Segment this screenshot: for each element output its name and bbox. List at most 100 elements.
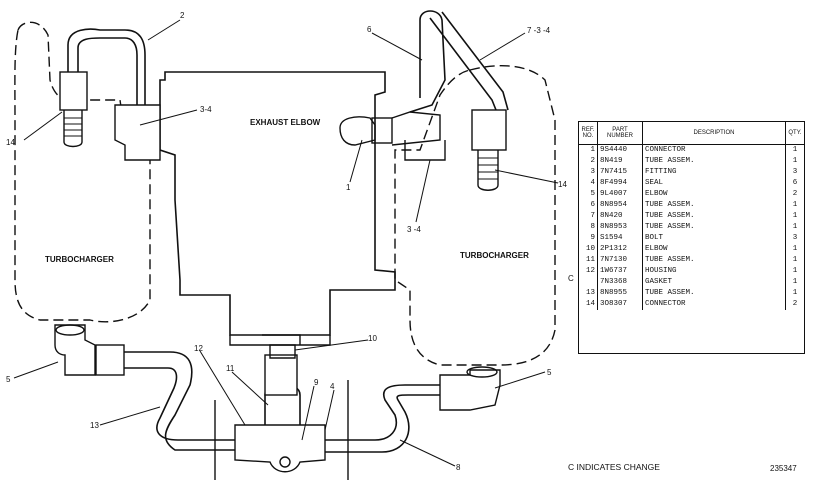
callout-12: 12 xyxy=(194,344,203,353)
callout-7-3-4: 7 -3 -4 xyxy=(527,26,551,35)
cell-desc: ELBOW xyxy=(642,244,786,255)
callout-3-4-mid: 3 -4 xyxy=(407,225,421,234)
elbow-5-left xyxy=(54,324,96,376)
change-footnote: C INDICATES CHANGE xyxy=(568,462,660,472)
cell-no: 7 xyxy=(579,211,598,222)
cell-qty: 6 xyxy=(792,179,798,187)
cell-desc: TUBE ASSEM. xyxy=(642,200,786,211)
cell-desc: ELBOW xyxy=(642,189,786,200)
cell-part: 1W6737 xyxy=(597,266,643,277)
cell-part: 8N419 xyxy=(597,156,643,167)
cell-no: 11 xyxy=(579,255,598,266)
cell-desc: TUBE ASSEM. xyxy=(642,222,786,233)
tube-assem-8 xyxy=(325,384,440,453)
connector-14-right xyxy=(471,109,507,151)
cell-part: 8N8954 xyxy=(597,200,643,211)
cell-part: 8N8955 xyxy=(597,288,643,299)
cell-no: 14 xyxy=(579,299,598,310)
cell-qty: 1 xyxy=(792,146,798,154)
image-number: 235347 xyxy=(770,464,797,473)
cell-no: 13 xyxy=(579,288,598,299)
cell-qty: 1 xyxy=(792,157,798,165)
left-turbocharger-outline xyxy=(14,21,151,323)
cell-qty: 1 xyxy=(792,212,798,220)
callout-5-right: 5 xyxy=(547,368,552,377)
cell-qty: 1 xyxy=(792,201,798,209)
header-qty: QTY. xyxy=(785,122,804,145)
cell-part: 3O8307 xyxy=(597,299,643,310)
cell-desc: GASKET xyxy=(642,277,786,288)
cell-no: 4 xyxy=(579,178,598,189)
cell-no: 9 xyxy=(579,233,598,244)
cell-qty: 1 xyxy=(792,223,798,231)
cell-desc: SEAL xyxy=(642,178,786,189)
turbocharger-left-label: TURBOCHARGER xyxy=(45,255,114,264)
cell-no: 3 xyxy=(579,167,598,178)
cell-part: 8N420 xyxy=(597,211,643,222)
elbow-5-right xyxy=(439,369,501,411)
housing-12 xyxy=(234,424,326,473)
header-description: DESCRIPTION xyxy=(642,122,786,145)
callout-9: 9 xyxy=(314,378,319,387)
cell-desc: CONNECTOR xyxy=(642,299,786,310)
table-header-row: REF. NO. PART NUMBER DESCRIPTION QTY. xyxy=(579,122,804,145)
cell-no: 5 xyxy=(579,189,598,200)
cell-qty: 3 xyxy=(792,168,798,176)
cell-desc: TUBE ASSEM. xyxy=(642,255,786,266)
turbocharger-right-label: TURBOCHARGER xyxy=(460,251,529,260)
change-marker: C xyxy=(568,274,574,283)
right-turbocharger-outline xyxy=(394,65,556,366)
cell-desc: TUBE ASSEM. xyxy=(642,288,786,299)
callout-14-left: 14 xyxy=(6,138,15,147)
cell-part: 8N8953 xyxy=(597,222,643,233)
cell-qty: 1 xyxy=(792,278,798,286)
connector-14-left xyxy=(59,71,88,111)
cell-part: 7N7130 xyxy=(597,255,643,266)
cell-no: 8 xyxy=(579,222,598,233)
cell-qty: 2 xyxy=(792,190,798,198)
cell-qty: 1 xyxy=(792,245,798,253)
callout-5-left: 5 xyxy=(6,375,11,384)
exhaust-elbow-label: EXHAUST ELBOW xyxy=(250,118,321,127)
cell-no: 10 xyxy=(579,244,598,255)
cell-no: 1 xyxy=(579,144,598,156)
callout-4: 4 xyxy=(330,382,335,391)
cell-no: 6 xyxy=(579,200,598,211)
callout-14-right: 14 xyxy=(558,180,567,189)
callout-1: 1 xyxy=(346,183,351,192)
callout-13: 13 xyxy=(90,421,99,430)
callout-2: 2 xyxy=(180,11,185,20)
elbow-10 xyxy=(262,334,301,359)
header-part-number: PART NUMBER xyxy=(597,122,643,145)
cell-desc: HOUSING xyxy=(642,266,786,277)
callout-6: 6 xyxy=(367,25,372,34)
cell-no: 12 xyxy=(579,266,598,277)
cell-part: 9S4440 xyxy=(597,144,643,156)
cell-desc: FITTING xyxy=(642,167,786,178)
cell-qty: 1 xyxy=(792,267,798,275)
cell-desc: TUBE ASSEM. xyxy=(642,156,786,167)
cell-part: 7N7415 xyxy=(597,167,643,178)
cell-qty: 3 xyxy=(792,234,798,242)
tube-assem-6 xyxy=(409,10,446,113)
cell-part: S1594 xyxy=(597,233,643,244)
cell-qty: 1 xyxy=(792,289,798,297)
cell-part: 9L4007 xyxy=(597,189,643,200)
cell-no xyxy=(579,277,598,288)
cell-no: 2 xyxy=(579,156,598,167)
exhaust-elbow-body xyxy=(159,71,396,336)
